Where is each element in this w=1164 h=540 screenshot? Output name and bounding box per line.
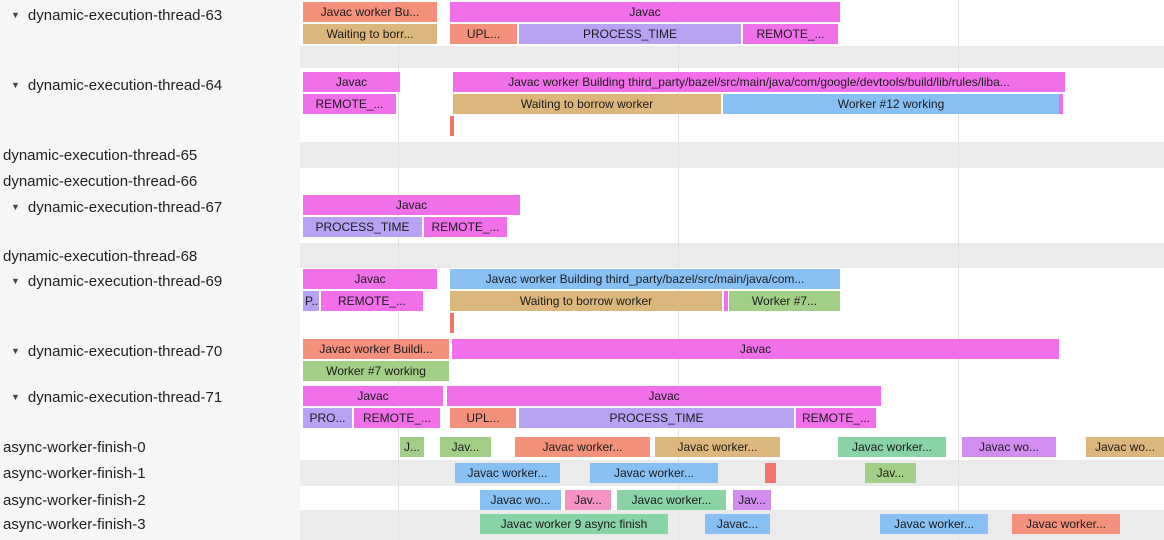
- track-name: dynamic-execution-thread-65: [3, 146, 198, 164]
- slice[interactable]: Worker #12 working: [723, 94, 1059, 114]
- slice[interactable]: REMOTE_...: [303, 94, 396, 114]
- slice[interactable]: J...: [400, 437, 424, 457]
- track-row-async-worker-finish-3[interactable]: async-worker-finish-3: [0, 513, 303, 535]
- slice[interactable]: Javac worker Building third_party/bazel/…: [453, 72, 1065, 92]
- slice[interactable]: [765, 463, 776, 483]
- track-row-dynamic-execution-thread-63[interactable]: ▼ dynamic-execution-thread-63: [0, 4, 303, 26]
- slice[interactable]: Javac: [303, 72, 400, 92]
- slice[interactable]: UPL...: [450, 24, 517, 44]
- slice[interactable]: P...: [303, 291, 319, 311]
- slice[interactable]: REMOTE_...: [321, 291, 423, 311]
- slice[interactable]: PROCESS_TIME: [303, 217, 422, 237]
- track-row-dynamic-execution-thread-70[interactable]: ▼ dynamic-execution-thread-70: [0, 340, 303, 362]
- row-band: [300, 46, 1164, 68]
- slice[interactable]: Javac worker...: [455, 463, 560, 483]
- slice[interactable]: Worker #7...: [729, 291, 840, 311]
- track-name: dynamic-execution-thread-69: [27, 272, 223, 290]
- slice[interactable]: REMOTE_...: [424, 217, 507, 237]
- slice[interactable]: Waiting to borr...: [303, 24, 437, 44]
- slice[interactable]: [450, 313, 454, 333]
- track-row-dynamic-execution-thread-65[interactable]: dynamic-execution-thread-65: [0, 144, 303, 166]
- track-row-async-worker-finish-1[interactable]: async-worker-finish-1: [0, 462, 303, 484]
- track-name: async-worker-finish-0: [3, 438, 146, 456]
- track-name: async-worker-finish-1: [3, 464, 146, 482]
- slice[interactable]: Jav...: [733, 490, 771, 510]
- slice[interactable]: Javac wo...: [1086, 437, 1164, 457]
- row-band: [300, 243, 1164, 268]
- row-band: [300, 142, 1164, 168]
- track-name: dynamic-execution-thread-66: [3, 172, 198, 190]
- track-name: dynamic-execution-thread-71: [27, 388, 223, 406]
- track-name: dynamic-execution-thread-68: [3, 247, 198, 265]
- slice[interactable]: Javac...: [705, 514, 770, 534]
- collapse-arrow-icon[interactable]: ▼: [11, 80, 20, 90]
- slice[interactable]: REMOTE_...: [796, 408, 876, 428]
- slice[interactable]: REMOTE_...: [743, 24, 838, 44]
- slice[interactable]: Javac worker Building third_party/bazel/…: [450, 269, 840, 289]
- slice[interactable]: Javac: [450, 2, 840, 22]
- slice[interactable]: Javac worker...: [590, 463, 718, 483]
- track-name: dynamic-execution-thread-64: [27, 76, 223, 94]
- collapse-arrow-icon[interactable]: ▼: [11, 392, 20, 402]
- slice[interactable]: Javac worker...: [838, 437, 946, 457]
- track-row-dynamic-execution-thread-69[interactable]: ▼ dynamic-execution-thread-69: [0, 270, 303, 292]
- slice[interactable]: [724, 291, 728, 311]
- slice[interactable]: Javac worker...: [1012, 514, 1120, 534]
- slice[interactable]: PROCESS_TIME: [519, 24, 741, 44]
- slice[interactable]: Javac worker Bu...: [303, 2, 437, 22]
- slice[interactable]: PROCESS_TIME: [519, 408, 794, 428]
- time-gridline: [958, 0, 959, 540]
- slice[interactable]: Javac worker...: [655, 437, 780, 457]
- track-row-dynamic-execution-thread-68[interactable]: dynamic-execution-thread-68: [0, 245, 303, 267]
- track-row-async-worker-finish-2[interactable]: async-worker-finish-2: [0, 489, 303, 511]
- slice[interactable]: Javac wo...: [480, 490, 561, 510]
- track-name: dynamic-execution-thread-67: [27, 198, 223, 216]
- slice[interactable]: Javac: [303, 269, 437, 289]
- slice[interactable]: Javac: [303, 195, 520, 215]
- slice[interactable]: [450, 116, 454, 136]
- slice[interactable]: PRO...: [303, 408, 352, 428]
- collapse-arrow-icon[interactable]: ▼: [11, 10, 20, 20]
- slice[interactable]: Javac worker...: [617, 490, 726, 510]
- slice[interactable]: Javac worker...: [515, 437, 650, 457]
- slice[interactable]: Worker #7 working: [303, 361, 449, 381]
- sidebar: ▼ dynamic-execution-thread-63 ▼ dynamic-exe…: [0, 0, 300, 540]
- slice[interactable]: Jav...: [865, 463, 916, 483]
- collapse-arrow-icon[interactable]: ▼: [11, 276, 20, 286]
- track-row-dynamic-execution-thread-64[interactable]: ▼ dynamic-execution-thread-64: [0, 74, 303, 96]
- slice[interactable]: Javac worker 9 async finish: [480, 514, 668, 534]
- slice[interactable]: Waiting to borrow worker: [453, 94, 721, 114]
- track-name: dynamic-execution-thread-70: [27, 342, 223, 360]
- collapse-arrow-icon[interactable]: ▼: [11, 202, 20, 212]
- slice[interactable]: Javac: [452, 339, 1059, 359]
- slice[interactable]: Javac worker Buildi...: [303, 339, 449, 359]
- slice[interactable]: Javac wo...: [962, 437, 1056, 457]
- track-row-dynamic-execution-thread-71[interactable]: ▼ dynamic-execution-thread-71: [0, 386, 303, 408]
- slice[interactable]: Jav...: [440, 437, 491, 457]
- slice[interactable]: REMOTE_...: [354, 408, 440, 428]
- slice[interactable]: Waiting to borrow worker: [450, 291, 722, 311]
- slice[interactable]: Javac: [447, 386, 881, 406]
- track-name: async-worker-finish-3: [3, 515, 146, 533]
- slice[interactable]: [1059, 94, 1063, 114]
- track-row-dynamic-execution-thread-67[interactable]: ▼ dynamic-execution-thread-67: [0, 196, 303, 218]
- track-row-dynamic-execution-thread-66[interactable]: dynamic-execution-thread-66: [0, 170, 303, 192]
- track-name: dynamic-execution-thread-63: [27, 6, 223, 24]
- slice[interactable]: UPL...: [450, 408, 516, 428]
- slice[interactable]: Jav...: [565, 490, 611, 510]
- slice[interactable]: Javac: [303, 386, 443, 406]
- collapse-arrow-icon[interactable]: ▼: [11, 346, 20, 356]
- track-name: async-worker-finish-2: [3, 491, 146, 509]
- row-band: [300, 460, 1164, 486]
- slice[interactable]: Javac worker...: [880, 514, 988, 534]
- track-row-async-worker-finish-0[interactable]: async-worker-finish-0: [0, 436, 303, 458]
